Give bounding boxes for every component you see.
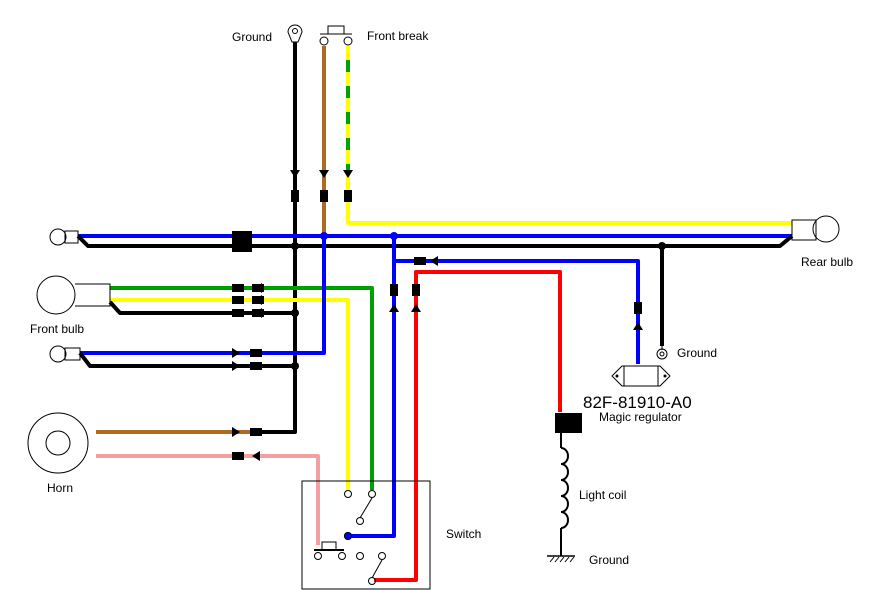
connector-front-bulb-yellow: [232, 295, 264, 305]
label-ground-regulator: Ground: [677, 346, 717, 360]
label-rear-bulb: Rear bulb: [801, 255, 853, 269]
light-coil-connector: [555, 413, 582, 433]
bus-end-bulb: [49, 228, 79, 246]
connectors: [232, 170, 643, 461]
wires: [76, 42, 794, 582]
junction-dot: [291, 242, 299, 250]
junction-dot: [390, 232, 398, 240]
bus-connector-block: [232, 231, 252, 252]
yellow-wire-front-bulb: [110, 298, 350, 490]
labels: Ground Front break Rear bulb Front bulb …: [30, 29, 853, 567]
label-switch: Switch: [446, 527, 481, 541]
label-part-number: 82F-81910-A0: [583, 393, 692, 412]
connector-top-brown: [319, 170, 329, 202]
pink-wire-horn: [96, 454, 320, 530]
blue-wire-position-bulb: [80, 236, 326, 355]
blue-wire-regulator: [392, 236, 640, 364]
red-wire-light-coil: [414, 270, 562, 412]
junction-dots: [291, 232, 666, 540]
connector-position-blue: [232, 348, 262, 358]
connector-top-black: [290, 170, 300, 202]
front-bulb: [36, 275, 111, 315]
junction-dot: [291, 309, 299, 317]
label-ground-top: Ground: [232, 30, 272, 44]
horn: [27, 412, 89, 474]
label-light-coil: Light coil: [579, 488, 626, 502]
connector-horn-pink: [232, 451, 260, 461]
yellow-wire-to-rear: [346, 175, 792, 225]
label-front-bulb: Front bulb: [30, 322, 84, 336]
junction-dot: [320, 232, 328, 240]
junction-dot: [344, 532, 352, 540]
blue-wire-switch: [348, 236, 396, 538]
green-wire-front-bulb: [110, 286, 374, 490]
label-ground-coil: Ground: [589, 553, 629, 567]
connector-top-green-yellow: [343, 170, 353, 202]
junction-dot: [291, 362, 299, 370]
rear-bulb: [791, 215, 840, 243]
connector-front-bulb-green: [232, 283, 264, 293]
connector-horn-brown: [232, 427, 262, 437]
ground-terminal-top: [287, 24, 303, 43]
label-horn: Horn: [47, 481, 73, 495]
connector-position-black: [232, 361, 262, 371]
magic-regulator: [611, 365, 671, 387]
connector-switch-red: [411, 284, 421, 312]
black-wire-front-bulb: [108, 300, 295, 315]
front-brake-switch: [319, 25, 353, 46]
black-wire-position-bulb: [78, 351, 295, 368]
switch-box: [301, 480, 431, 590]
junction-dot: [658, 242, 666, 250]
label-front-break: Front break: [367, 29, 429, 43]
connector-regulator-blue: [414, 256, 643, 330]
label-magic-regulator: Magic regulator: [599, 410, 682, 424]
connector-switch-blue: [389, 284, 399, 312]
light-coil: [547, 413, 582, 563]
position-bulb: [49, 345, 81, 363]
connector-front-bulb-black: [232, 308, 264, 318]
black-bus-wire: [76, 234, 794, 248]
ground-terminal-regulator: [656, 344, 668, 360]
red-wire-switch: [374, 282, 418, 582]
